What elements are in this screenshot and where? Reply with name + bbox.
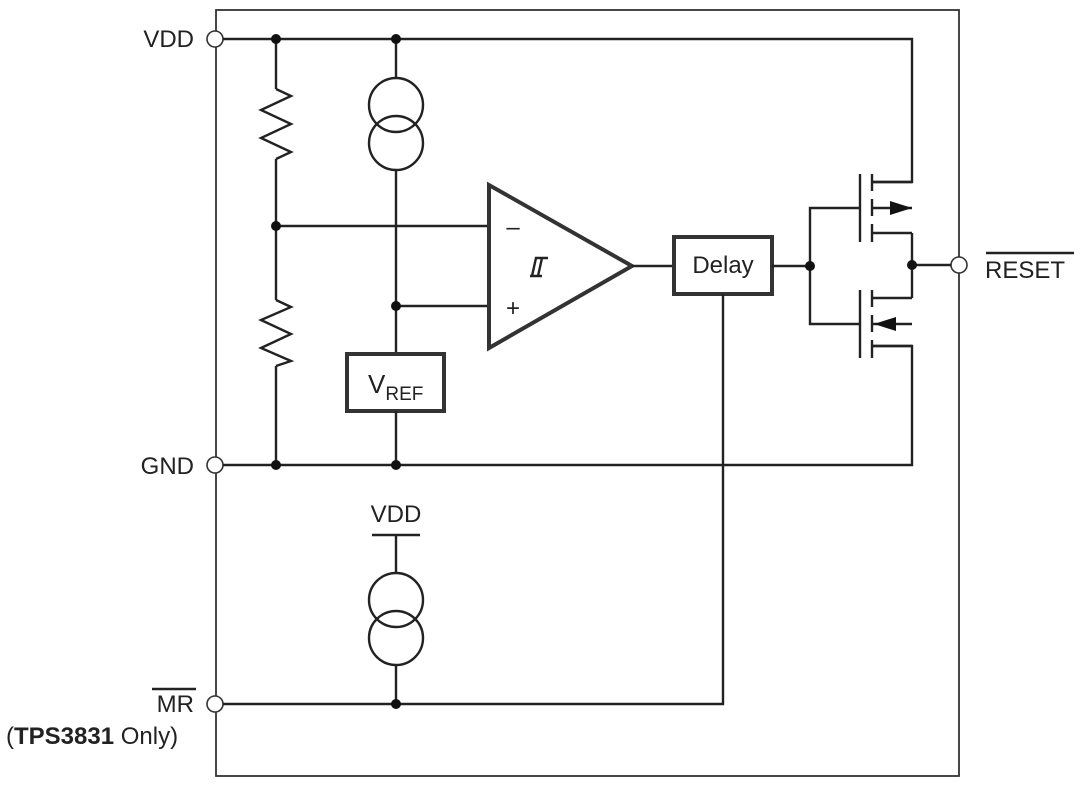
vref-block [345,352,446,413]
delay-block [672,235,774,296]
junction-dot [271,221,281,231]
vref-sub: REF [385,384,423,405]
vref-main: V [368,369,386,399]
vref-label: VREF [368,369,423,405]
gnd-pin [206,456,224,474]
gate-bottom-wire [808,266,860,326]
comparator-minus: – [506,214,520,241]
reset-pin-label: RESET [985,257,1065,284]
vdd-supply-label: VDD [371,501,422,528]
reset-pin [950,256,968,274]
junction-dot [391,699,401,709]
hysteresis-icon [530,256,548,278]
junction-dot [391,34,401,44]
mr-pin-label: MR [157,691,194,718]
mr-wire [223,294,725,706]
resistor-icon [258,87,294,161]
delay-label: Delay [692,252,753,279]
gnd-pin-label: GND [141,453,194,480]
mr-note-part: TPS3831 [14,723,114,750]
comparator [487,181,637,352]
gate-top-wire [808,206,860,266]
junction-dot [271,460,281,470]
junction-dot [391,301,401,311]
vdd-pin [206,30,224,48]
vdd-rail [223,37,914,184]
chip-outline [215,9,960,777]
junction-dot [907,260,917,270]
gnd-rail [223,344,914,467]
comparator-plus: + [506,295,520,322]
junction-dot [391,460,401,470]
mosfet-icon [858,174,912,242]
current-source-icon [367,571,425,629]
mr-note: (TPS3831 Only) [6,723,178,750]
junction-dot [805,261,815,271]
mr-pin [206,695,224,713]
junction-dot [271,34,281,44]
resistor-icon [258,298,295,368]
mosfet-icon [858,290,912,358]
vdd-pin-label: VDD [143,26,194,53]
mr-note-rest: Only) [114,723,178,750]
current-source-icon [367,76,425,134]
mr-note-open: ( [6,723,14,750]
